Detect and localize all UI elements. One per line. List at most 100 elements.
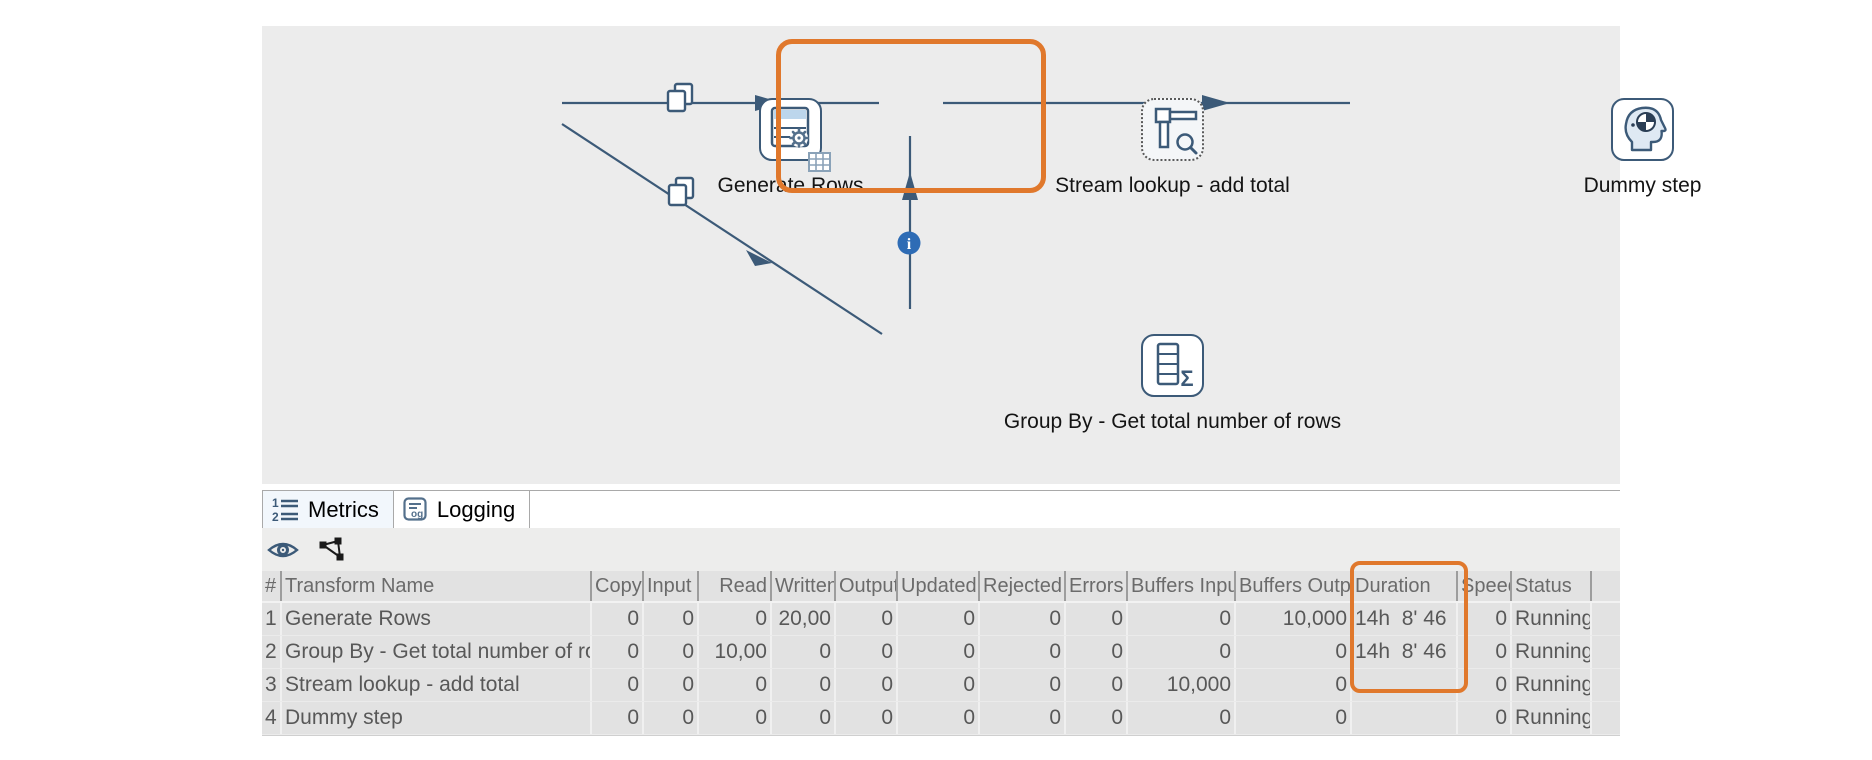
cell-duration: 14h 8' 46 [1352, 603, 1458, 635]
cell-buffers-output: 0 [1236, 702, 1352, 734]
column-header-status[interactable]: Status [1512, 571, 1592, 601]
hop-generate-to-groupby [561, 123, 883, 335]
cell-duration [1352, 669, 1458, 701]
cell-speed: 0 [1458, 702, 1512, 734]
cell-transform-name: Stream lookup - add total [282, 669, 592, 701]
cell-rejected: 0 [980, 636, 1066, 668]
cell-buffers-input: 10,000 [1128, 669, 1236, 701]
cell-input: 0 [644, 603, 699, 635]
cell-updated: 0 [898, 636, 980, 668]
cell-output: 0 [836, 702, 898, 734]
metrics-toolbar [262, 528, 1620, 571]
step-label: Stream lookup - add total [1055, 174, 1290, 197]
gear-icon [789, 128, 809, 148]
column-header-buffers-output[interactable]: Buffers Output [1236, 571, 1352, 601]
pipeline-step-stream-lookup[interactable]: Stream lookup - add total [1055, 98, 1290, 197]
cell-filler [1592, 603, 1620, 635]
cell-transform-name: Dummy step [282, 702, 592, 734]
step-label: Dummy step [1583, 174, 1702, 197]
column-header-updated[interactable]: Updated [898, 571, 980, 601]
cell-status: Running [1512, 636, 1592, 668]
cell-read: 0 [699, 702, 772, 734]
cell-filler [1592, 702, 1620, 734]
cell-written: 0 [772, 669, 836, 701]
column-header-buffers-input[interactable]: Buffers Input [1128, 571, 1236, 601]
panel-tabbar: 1 2 Metrics og Logging [262, 490, 1620, 529]
column-header-written[interactable]: Written [772, 571, 836, 601]
svg-text:i: i [907, 236, 912, 253]
cell-col: 1 [262, 603, 282, 635]
copy-rows-icon [667, 176, 695, 207]
pipeline-step-group-by[interactable]: Σ Group By - Get total number of rows [1004, 334, 1341, 433]
column-header-transform-name[interactable]: Transform Name [282, 571, 592, 601]
cell-written: 0 [772, 636, 836, 668]
cell-written: 20,00 [772, 603, 836, 635]
cell-errors: 0 [1066, 636, 1128, 668]
column-header-col[interactable]: # [262, 571, 282, 601]
column-header-copy[interactable]: Copy [592, 571, 644, 601]
cell-speed: 0 [1458, 636, 1512, 668]
cell-copy: 0 [592, 669, 644, 701]
cell-output: 0 [836, 669, 898, 701]
cell-filler [1592, 636, 1620, 668]
pipeline-step-generate-rows[interactable]: Generate Rows [718, 98, 863, 197]
cell-read: 0 [699, 603, 772, 635]
column-header-filler [1592, 571, 1620, 601]
cell-transform-name: Group By - Get total number of rows [282, 636, 592, 668]
pipeline-step-dummy[interactable]: Dummy step [1584, 98, 1701, 197]
column-header-rejected[interactable]: Rejected [980, 571, 1066, 601]
data-grid-badge-icon [808, 152, 831, 172]
group-by-icon: Σ [1141, 334, 1204, 397]
column-header-errors[interactable]: Errors [1066, 571, 1128, 601]
metrics-list-icon: 1 2 [272, 497, 298, 523]
cell-buffers-input: 0 [1128, 636, 1236, 668]
cell-col: 4 [262, 702, 282, 734]
column-header-duration[interactable]: Duration [1352, 571, 1458, 601]
step-label: Group By - Get total number of rows [1003, 410, 1342, 433]
cell-filler [1592, 669, 1620, 701]
cell-buffers-output: 0 [1236, 669, 1352, 701]
magnifier-icon [1176, 133, 1198, 155]
cell-duration: 14h 8' 46 [1352, 636, 1458, 668]
cell-speed: 0 [1458, 669, 1512, 701]
svg-text:2: 2 [272, 510, 279, 523]
cell-buffers-output: 0 [1236, 636, 1352, 668]
cell-transform-name: Generate Rows [282, 603, 592, 635]
cell-buffers-input: 0 [1128, 702, 1236, 734]
tab-logging-label: Logging [436, 496, 516, 522]
tab-metrics[interactable]: 1 2 Metrics [262, 491, 394, 529]
copy-rows-icon [666, 82, 694, 113]
column-header-read[interactable]: Read [699, 571, 772, 601]
svg-text:og: og [411, 509, 423, 520]
column-header-output[interactable]: Output [836, 571, 898, 601]
info-icon[interactable]: i [897, 231, 921, 255]
cell-buffers-output: 10,000 [1236, 603, 1352, 635]
cell-updated: 0 [898, 702, 980, 734]
cell-rejected: 0 [980, 702, 1066, 734]
cell-output: 0 [836, 603, 898, 635]
cell-copy: 0 [592, 702, 644, 734]
cell-errors: 0 [1066, 669, 1128, 701]
cell-input: 0 [644, 669, 699, 701]
generate-rows-icon [759, 98, 831, 172]
cell-duration [1352, 702, 1458, 734]
stream-lookup-icon [1141, 98, 1204, 161]
cell-updated: 0 [898, 669, 980, 701]
pipeline-canvas[interactable]: i [262, 26, 1701, 484]
step-label: Generate Rows [717, 174, 864, 197]
logging-log-icon: og [403, 497, 427, 521]
tab-logging[interactable]: og Logging [393, 491, 531, 529]
cell-speed: 0 [1458, 603, 1512, 635]
cell-copy: 0 [592, 603, 644, 635]
lineage-button[interactable] [314, 535, 348, 565]
column-header-speed[interactable]: Speed [1458, 571, 1512, 601]
column-header-input[interactable]: Input [644, 571, 699, 601]
show-hide-button[interactable] [266, 535, 300, 565]
cell-copy: 0 [592, 636, 644, 668]
